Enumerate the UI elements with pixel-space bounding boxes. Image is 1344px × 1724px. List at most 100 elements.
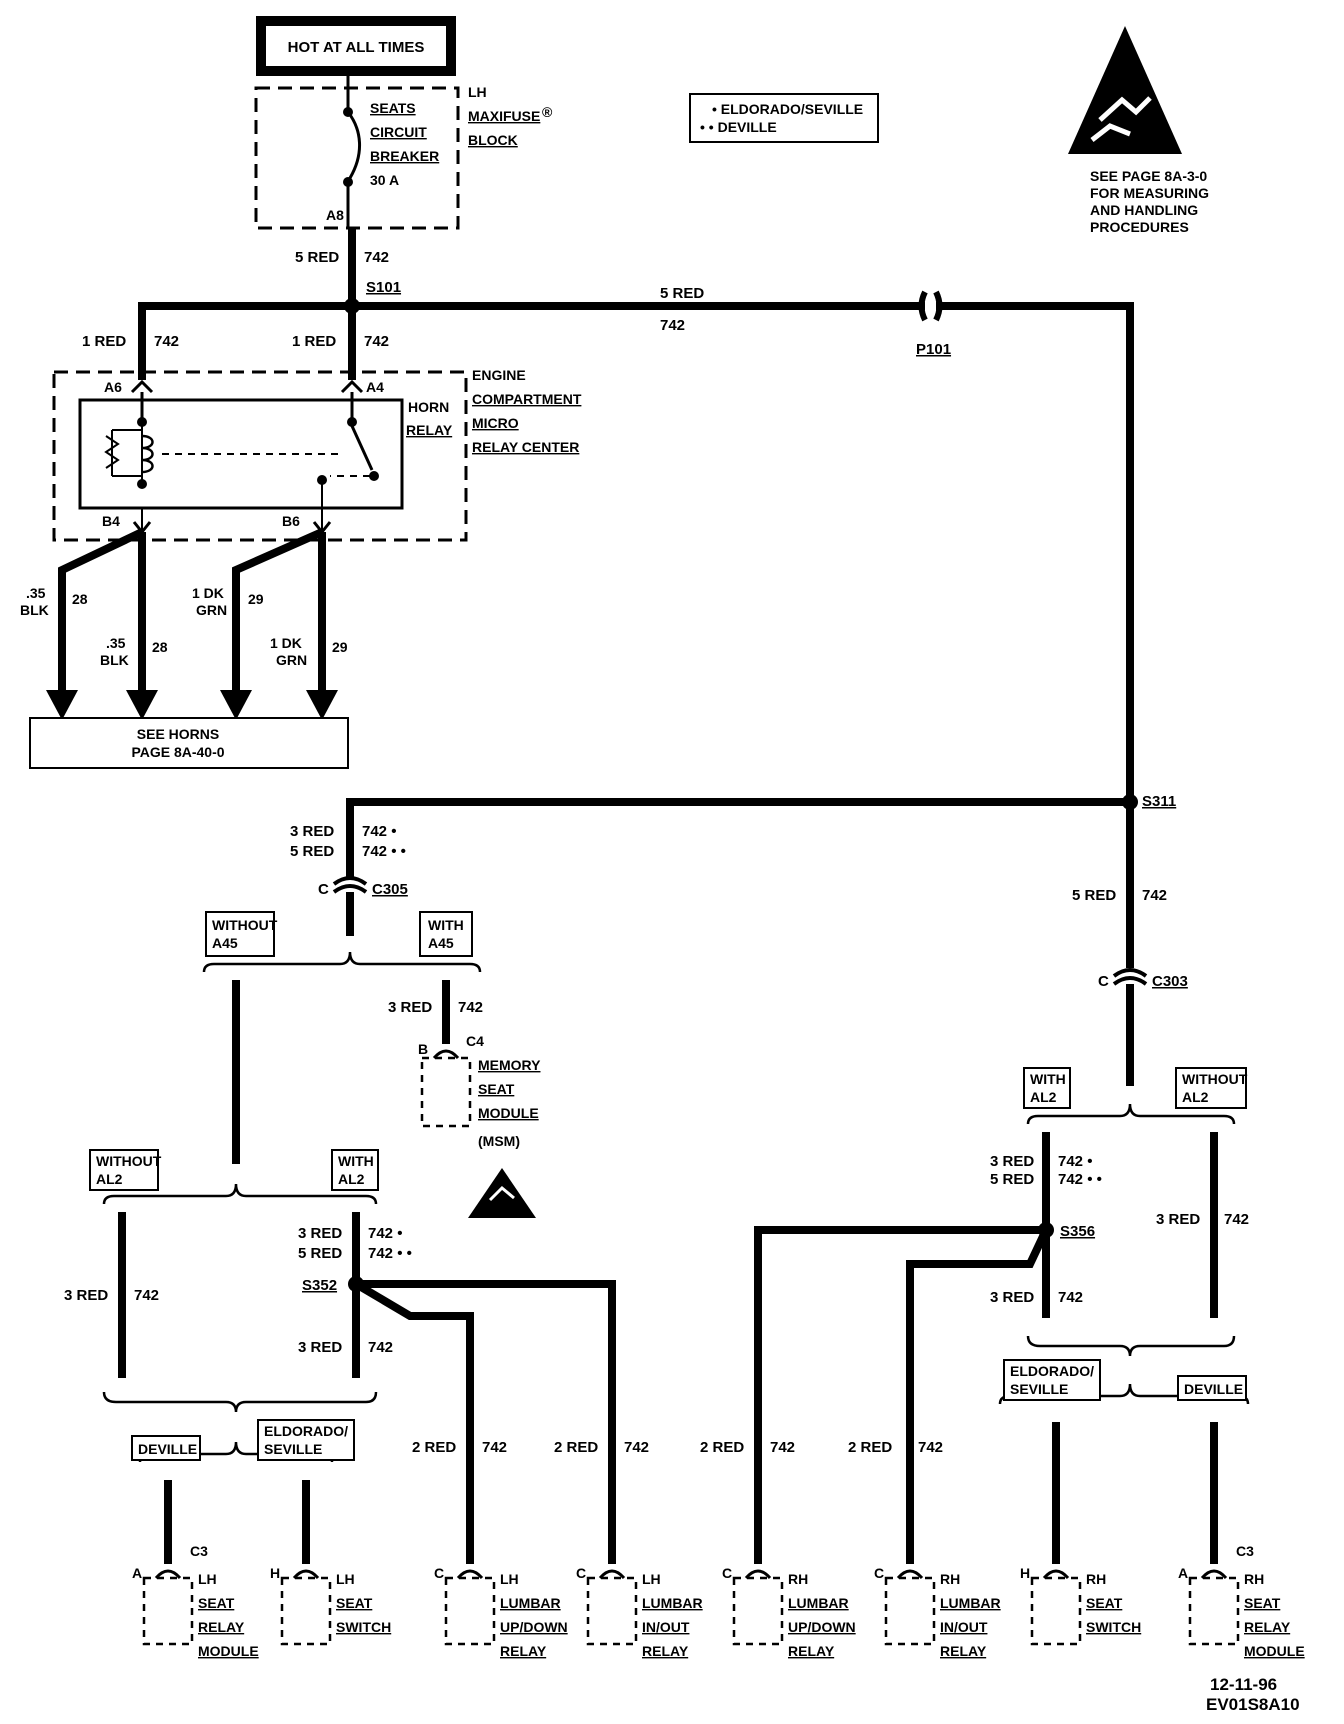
rh-lumbar-inout-relay-pin: C — [874, 1565, 884, 1581]
lh-lumbar-updown-relay-label-line: UP/DOWN — [500, 1619, 568, 1635]
horn-relay-line-2: RELAY — [406, 422, 453, 438]
lh-lumbar-inout-relay-label-line: IN/OUT — [642, 1619, 690, 1635]
without-a45-line-2: A45 — [212, 935, 238, 951]
left-bypass-size: 3 RED — [64, 1287, 108, 1304]
eldorado-right-line-2: SEVILLE — [1010, 1381, 1068, 1397]
relay-coil — [141, 434, 154, 474]
right-drop-circuit: 742 — [1142, 887, 1167, 904]
rh-lumbar-inout-relay-outline — [884, 1576, 936, 1646]
lh-lumbar-inout-relay-label-line: LH — [642, 1571, 661, 1587]
with-a45-line-1: WITH — [428, 917, 464, 933]
arrow-b6-b — [306, 690, 338, 720]
rh-seat-relay-module-pin: A — [1178, 1565, 1188, 1581]
msm-line-3: MODULE — [478, 1105, 539, 1121]
with-al2-right-line-2: AL2 — [1030, 1089, 1057, 1105]
wire-rh-lumbar-ud — [754, 1226, 1046, 1564]
lh-lumbar-ud-circuit: 742 — [482, 1439, 507, 1456]
pin-b4: B4 — [102, 513, 120, 529]
lh-lumbar-io-circuit: 742 — [624, 1439, 649, 1456]
wire-b4-branch-a — [58, 528, 144, 690]
msm-line-2: SEAT — [478, 1081, 515, 1097]
top-feed-size: 5 RED — [295, 249, 339, 266]
connector-c303-label: C303 — [1152, 973, 1188, 990]
breaker-line-4: 30 A — [370, 172, 399, 188]
relay-center-outline — [52, 370, 468, 542]
relay-center-line-3: MICRO — [472, 415, 519, 431]
with-al2-left-line-1: WITH — [338, 1153, 374, 1169]
eldorado-left-line-1: ELDORADO/ — [264, 1423, 348, 1439]
lh-seat-relay-module-label-line: RELAY — [198, 1619, 245, 1635]
rh-lumbar-io-circuit: 742 — [918, 1439, 943, 1456]
lh-lumbar-io-size: 2 RED — [554, 1439, 598, 1456]
c305-cavity-letter: C — [318, 881, 329, 898]
without-al2-left-line-2: AL2 — [96, 1171, 123, 1187]
rh-lumbar-updown-relay-label-line: RH — [788, 1571, 808, 1587]
arrow-b4-a — [46, 690, 78, 720]
top-run-size: 5 RED — [660, 285, 704, 302]
mid-drop-circuit: 742 — [364, 333, 389, 350]
s352-feed-circuit-2: 742 • • — [368, 1245, 412, 1262]
rh-lumbar-updown-relay-label-line: UP/DOWN — [788, 1619, 856, 1635]
rh-seat-relay-module-connector: C3 — [1236, 1543, 1254, 1559]
with-al2-right-tag — [1023, 1067, 1071, 1109]
right-drop-size: 5 RED — [1072, 887, 1116, 904]
left-drop-size: 1 RED — [82, 333, 126, 350]
c305-feed-size-2: 5 RED — [290, 843, 334, 860]
lh-seat-switch-pin: H — [270, 1565, 280, 1581]
lh-lumbar-ud-size: 2 RED — [412, 1439, 456, 1456]
pin-a4: A4 — [366, 379, 384, 395]
wire-lh-lumbar-io — [356, 1280, 616, 1564]
pin-a6: A6 — [104, 379, 122, 395]
rh-seat-relay-module-label-line: RELAY — [1244, 1619, 1291, 1635]
s356-feed-circuit-1: 742 • — [1058, 1153, 1092, 1170]
memory-seat-module-outline — [420, 1056, 472, 1128]
s352-feed-size-2: 5 RED — [298, 1245, 342, 1262]
legend-line-1: • ELDORADO/SEVILLE — [712, 101, 863, 117]
without-a45-tag — [205, 911, 275, 957]
lh-lumbar-updown-relay-label-line: RELAY — [500, 1643, 547, 1659]
pin-b6: B6 — [282, 513, 300, 529]
without-al2-left-line-1: WITHOUT — [96, 1153, 162, 1169]
b4-b-size-1: .35 — [106, 635, 126, 651]
s352-down-size: 3 RED — [298, 1339, 342, 1356]
esd-note-line-4: PROCEDURES — [1090, 219, 1189, 235]
fuse-block-line-2: MAXIFUSE — [468, 108, 540, 124]
lh-lumbar-inout-relay-label-line: RELAY — [642, 1643, 689, 1659]
breaker-line-3: BREAKER — [370, 148, 439, 164]
al2-right-merge-bracket — [1026, 1335, 1236, 1357]
eldorado-left-line-2: SEVILLE — [264, 1441, 322, 1457]
without-al2-right-line-2: AL2 — [1182, 1089, 1209, 1105]
splice-s352-label: S352 — [302, 1277, 337, 1294]
b6-a-circuit: 29 — [248, 591, 264, 607]
lh-seat-relay-module-label-line: LH — [198, 1571, 217, 1587]
esd-note-line-1: SEE PAGE 8A-3-0 — [1090, 168, 1207, 184]
esd-note-line-3: AND HANDLING — [1090, 202, 1198, 218]
c305-feed-size-1: 3 RED — [290, 823, 334, 840]
breaker-line-1: SEATS — [370, 100, 416, 116]
a45-option-bracket — [202, 951, 482, 973]
connector-c303 — [1112, 968, 1148, 986]
circuit-breaker-symbol — [346, 111, 362, 179]
deville-right-label: DEVILLE — [1184, 1381, 1243, 1397]
right-bypass-circuit: 742 — [1224, 1211, 1249, 1228]
msm-feed-circuit: 742 — [458, 999, 483, 1016]
connector-c305-label: C305 — [372, 881, 408, 898]
deville-left-tag — [131, 1435, 201, 1461]
lh-seat-relay-module-pin: A — [132, 1565, 142, 1581]
without-al2-left-tag — [89, 1149, 159, 1191]
lh-seat-switch-outline — [280, 1576, 332, 1646]
b6-b-circuit: 29 — [332, 639, 348, 655]
footer-code: EV01S8A10 — [1206, 1695, 1300, 1714]
with-a45-line-2: A45 — [428, 935, 454, 951]
mid-drop-size: 1 RED — [292, 333, 336, 350]
fuse-block-line-3: BLOCK — [468, 132, 518, 148]
b4-b-size-2: BLK — [100, 652, 129, 668]
lh-seat-relay-module-connector: C3 — [190, 1543, 208, 1559]
